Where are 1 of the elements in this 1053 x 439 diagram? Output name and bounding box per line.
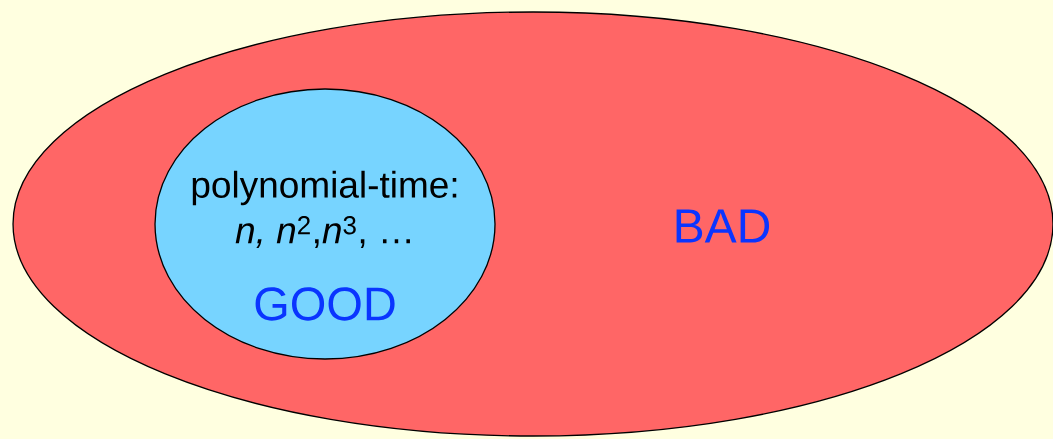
ellipse-region: polynomial-time: n, n$^{2}$,n$^{3}$, … GOOD xyxy=(154,88,496,360)
